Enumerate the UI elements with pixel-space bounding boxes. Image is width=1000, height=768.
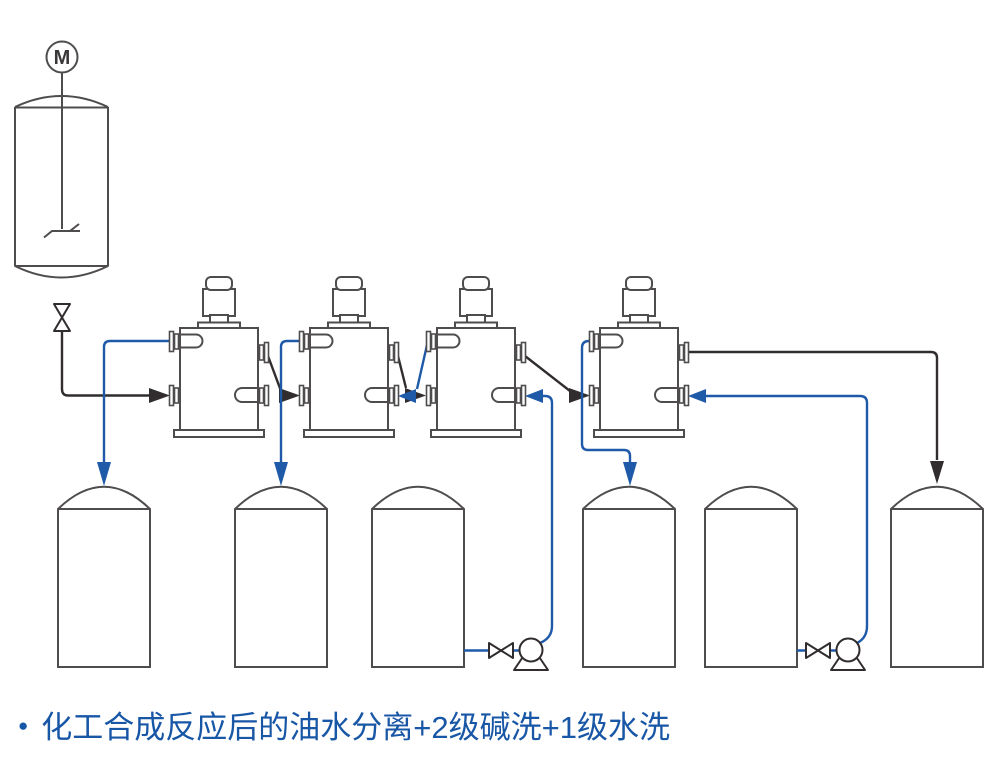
arrow-into-tank-1 [97, 462, 111, 486]
tank-4 [582, 485, 676, 668]
arrow-into-separator-3-bottom [525, 389, 543, 403]
reactor-motor-icon [45, 40, 79, 74]
valve-wedge [53, 316, 71, 332]
pump-1 [513, 637, 549, 671]
caption-bullet: ● [18, 716, 29, 735]
pipe-separator-3-to-separator-2-recycle [415, 344, 429, 390]
pump-2-suction-valve [805, 642, 831, 659]
caption-text: 化工合成反应后的油水分离+2级碱洗+1级水洗 [41, 710, 670, 745]
motor-label: M [54, 47, 71, 69]
tank-2 [234, 485, 328, 668]
tank-3 [371, 485, 465, 668]
tank-6 [890, 485, 984, 668]
agitator-paddle [43, 223, 80, 239]
arrow-into-separator-2 [279, 388, 300, 403]
pipe-separator-1-to-separator-2 [266, 355, 283, 392]
valve-wedge [53, 303, 71, 319]
arrow-into-separator-2-bottom [398, 389, 416, 403]
pump-2 [830, 637, 866, 671]
separator-3 [425, 276, 527, 438]
arrow-into-tank-2 [274, 462, 288, 486]
blue-aqueous-lines [97, 339, 869, 652]
separator-2 [298, 276, 400, 438]
pipe-reactor-to-separator-1 [60, 331, 149, 397]
pipe-separator-4-to-tank-4 [580, 339, 632, 463]
pipe-separator-3-to-separator-4 [524, 355, 571, 392]
pipe-pump-1-to-separator-3 [539, 394, 554, 645]
pump-1-suction-valve [488, 642, 514, 659]
tank-1 [57, 485, 151, 668]
pipe-separator-2-to-tank-2 [279, 339, 299, 463]
arrow-into-tank-4 [623, 462, 637, 486]
reactor-shell [14, 107, 109, 267]
pipe-separator-1-to-tank-1 [102, 339, 169, 463]
reactor-bottom-head [14, 265, 109, 279]
caption: ● 化工合成反应后的油水分离+2级碱洗+1级水洗 [18, 702, 670, 747]
pipe-pump-2-to-separator-4 [706, 394, 869, 645]
tank-5 [704, 485, 798, 668]
arrow-into-separator-4 [569, 388, 590, 403]
separator-1 [168, 276, 270, 438]
reactor-outlet-valve [53, 303, 71, 332]
arrow-into-separator-4-bottom [688, 389, 706, 403]
pipe-separator-2-to-separator-3 [396, 355, 408, 389]
stirred-reactor: M [14, 40, 109, 332]
arrow-into-separator-1 [149, 388, 170, 403]
arrow-into-tank-6 [930, 461, 944, 484]
pipe-separator-4-to-tank-6 [689, 350, 939, 460]
separator-4 [588, 276, 690, 438]
